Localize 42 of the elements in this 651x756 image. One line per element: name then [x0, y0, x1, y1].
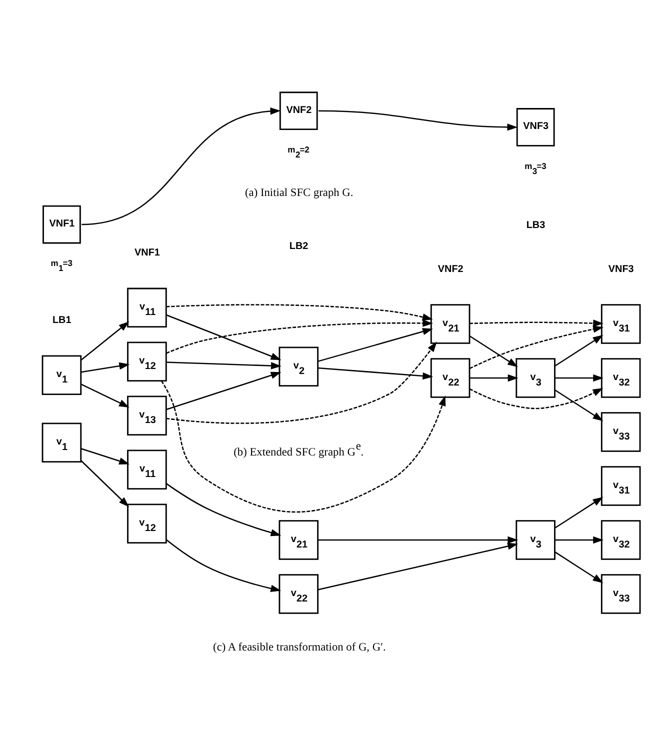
- label: VNF1: [134, 248, 160, 259]
- arrow: [318, 542, 518, 590]
- arrow: [166, 372, 282, 410]
- arrow: [80, 448, 130, 465]
- arrow: [166, 304, 433, 321]
- arrow: [554, 536, 604, 544]
- arrow: [318, 536, 518, 544]
- arrow: [166, 362, 282, 370]
- arrow: [166, 483, 282, 536]
- arrow: [160, 380, 446, 513]
- arrow: [469, 335, 518, 368]
- arrow: [554, 374, 604, 382]
- arrow: [82, 107, 281, 226]
- arrow: [80, 384, 130, 408]
- arrow: [318, 110, 518, 131]
- label: LB3: [526, 220, 546, 231]
- node-box: VNF3: [516, 108, 555, 146]
- node-box: VNF2: [279, 92, 318, 130]
- arrow: [469, 388, 604, 410]
- arrow: [470, 326, 604, 370]
- arrow: [318, 367, 434, 380]
- arrow: [166, 539, 282, 592]
- arrow: [80, 362, 130, 373]
- arrow: [166, 320, 434, 354]
- label: LB1: [52, 315, 72, 326]
- arrow: [470, 374, 518, 382]
- label: (a) Initial SFC graph G.: [245, 186, 354, 199]
- arrow: [554, 389, 604, 422]
- label: VNF2: [438, 264, 464, 275]
- arrow: [318, 328, 433, 362]
- arrow: [166, 314, 282, 360]
- label: LB2: [289, 241, 308, 252]
- arrow: [80, 321, 130, 361]
- arrow: [80, 460, 130, 508]
- arrow: [166, 342, 437, 424]
- arrow: [554, 551, 604, 584]
- label: (c) A feasible transformation of G, G′.: [213, 642, 386, 654]
- arrow: [554, 334, 604, 367]
- label: VNF3: [608, 264, 634, 275]
- arrow: [554, 496, 604, 529]
- arrow: [470, 320, 604, 327]
- node-box: VNF1: [42, 205, 81, 244]
